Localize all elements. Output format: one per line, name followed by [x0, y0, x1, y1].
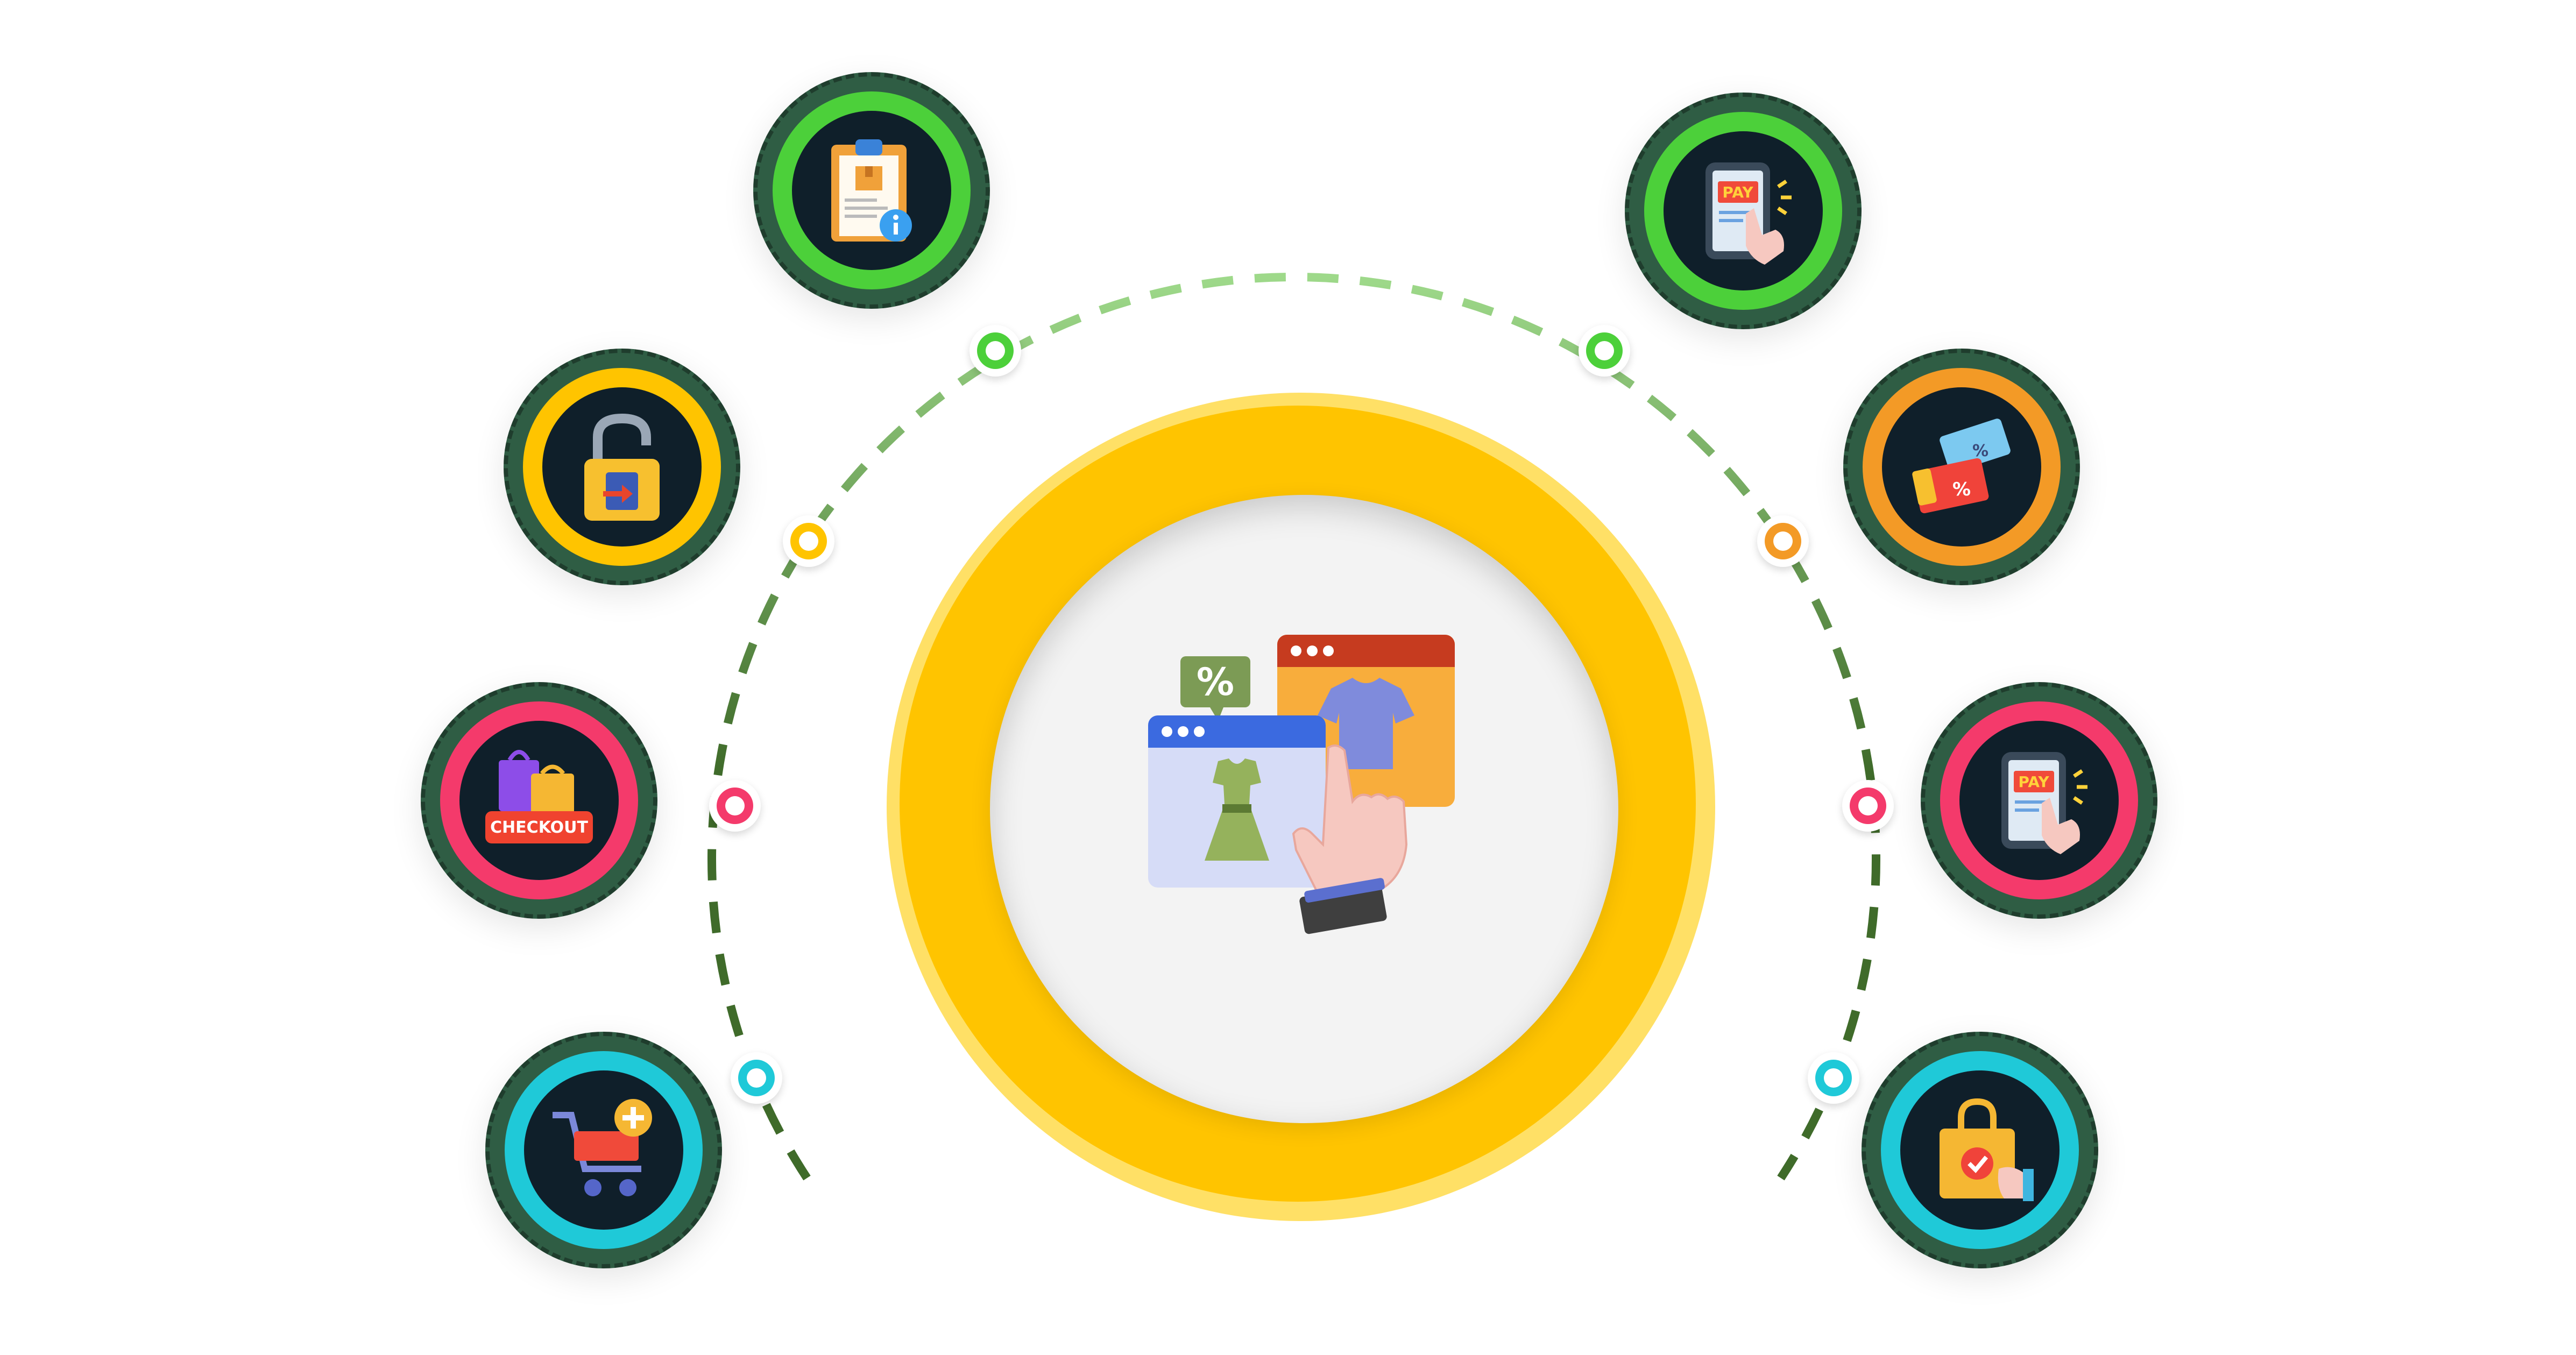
svg-text:PAY: PAY [1722, 183, 1753, 201]
connector-dot-delivered [1808, 1052, 1859, 1104]
checkout-bags-icon: CHECKOUT [485, 750, 593, 843]
connector-dot-pay-top [1579, 325, 1630, 377]
connector-dot-coupons [1757, 515, 1809, 567]
node-delivered[interactable] [1862, 1032, 2098, 1268]
node-core: PAY [1959, 721, 2119, 880]
node-core: % % [1882, 387, 2041, 547]
cart-add-icon [553, 1099, 652, 1196]
connector-dot-order-info [969, 325, 1021, 377]
node-add-to-cart[interactable] [485, 1032, 722, 1268]
coupon-tickets-icon: % % [1912, 418, 2011, 514]
node-order-info[interactable] [753, 72, 990, 309]
connector-dot-add-to-cart [731, 1052, 782, 1104]
node-coupons[interactable]: % % [1843, 349, 2080, 585]
pay-phone-icon: PAY [1705, 162, 1792, 265]
node-pay-right[interactable]: PAY [1921, 682, 2157, 919]
node-core: CHECKOUT [459, 721, 619, 880]
unlocked-padlock-icon [584, 413, 660, 521]
node-pay-top[interactable]: PAY [1625, 93, 1862, 329]
svg-text:%: % [1197, 660, 1234, 704]
online-shopping-icon: % [1148, 635, 1455, 934]
bag-check-icon [1940, 1098, 2034, 1201]
node-login[interactable] [504, 349, 740, 585]
node-core [792, 111, 951, 270]
percent-bubble-icon: % [1180, 656, 1250, 721]
connector-dot-login [783, 515, 834, 567]
node-core: PAY [1664, 131, 1823, 290]
svg-text:%: % [1952, 479, 1971, 500]
pay-phone-icon: PAY [2001, 752, 2087, 854]
clipboard-info-icon [831, 139, 912, 242]
node-core [524, 1070, 683, 1230]
svg-text:%: % [1972, 442, 1988, 460]
connector-dot-checkout [709, 780, 761, 832]
center-disc: % [990, 495, 1618, 1123]
node-checkout[interactable]: CHECKOUT [421, 682, 657, 919]
node-core [542, 387, 702, 547]
connector-dot-pay-right [1842, 780, 1894, 832]
svg-text:CHECKOUT: CHECKOUT [490, 818, 588, 837]
svg-text:PAY: PAY [2018, 773, 2049, 791]
node-core [1900, 1070, 2060, 1230]
